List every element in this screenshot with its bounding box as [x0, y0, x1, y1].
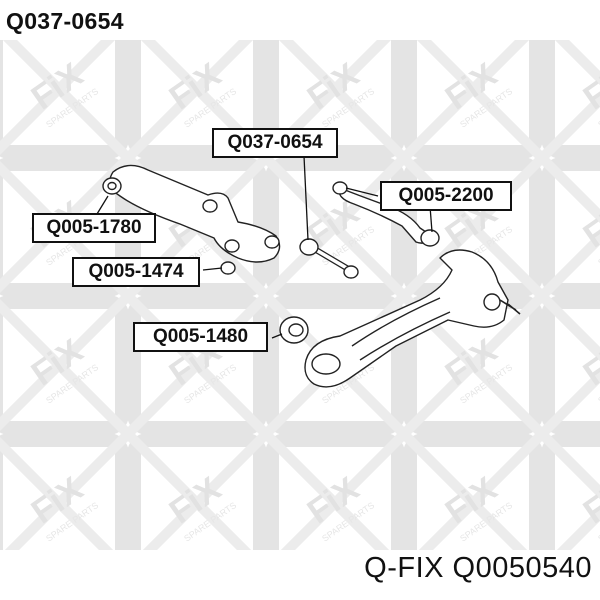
leader-q037-0654	[303, 155, 309, 241]
arm-end-bushing	[264, 235, 280, 249]
upper-link-bushing	[420, 229, 440, 247]
callout-q005-1780: Q005-1780	[32, 213, 159, 246]
callout-q005-1480: Q005-1480	[133, 322, 271, 355]
upper-control-arm	[109, 164, 281, 263]
leader-q005-1780	[96, 195, 109, 215]
leader-q005-1474	[202, 267, 223, 271]
bushing-1474	[220, 261, 236, 275]
leader-q005-2200	[345, 187, 379, 197]
leader-q005-1480	[271, 333, 283, 339]
callout-q005-1474: Q005-1474	[72, 257, 203, 290]
page-title: Q037-0654	[6, 8, 124, 34]
callout-q037-0654: Q037-0654	[212, 128, 341, 161]
trailing-arm	[304, 249, 509, 388]
callout-q005-2200: Q005-2200	[380, 181, 515, 214]
toe-link-bushing	[299, 238, 319, 256]
brand-part-number: Q-FIX Q0050540	[364, 552, 592, 584]
